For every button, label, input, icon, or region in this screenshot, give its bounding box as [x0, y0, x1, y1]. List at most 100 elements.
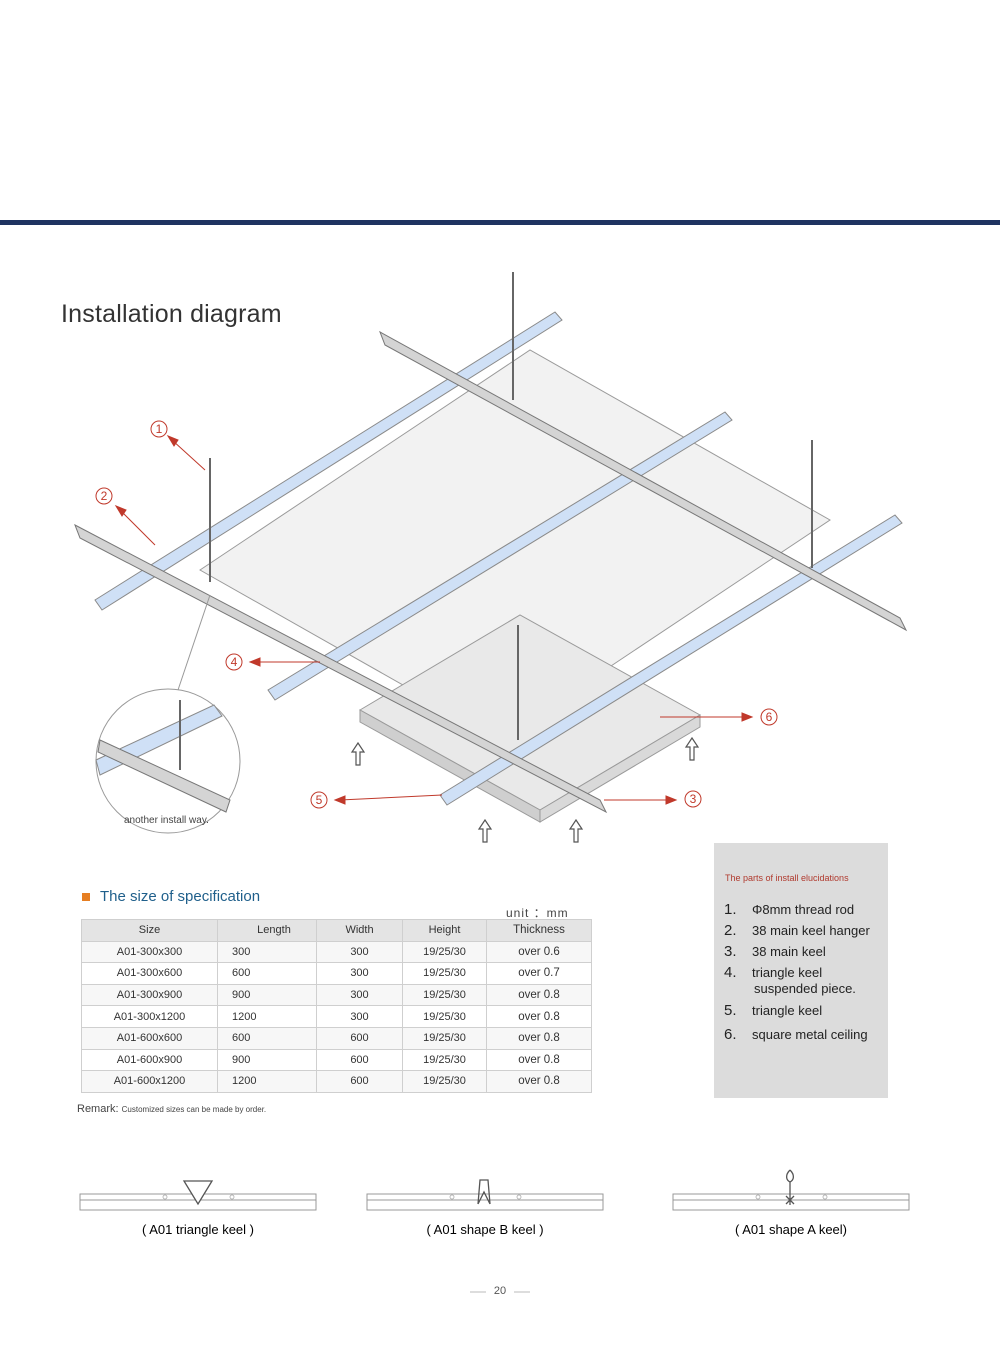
triangle-keel-icon: [182, 1180, 214, 1206]
parts-panel: [714, 843, 888, 1098]
cell-size: A01-600x600: [81, 1026, 218, 1050]
table-row: A01-600x900 900 600 19/25/30 over 0.8: [81, 1048, 592, 1072]
cell-size: A01-600x900: [81, 1048, 218, 1072]
part-number: 2.: [724, 922, 737, 939]
part-text: 38 main keel: [752, 944, 826, 959]
keel-profile-triangle: [79, 1193, 317, 1211]
keel-label-b: ( A01 shape B keel ): [426, 1222, 543, 1237]
cell-size: A01-300x600: [81, 962, 218, 985]
cell-length: 300: [217, 940, 317, 964]
cell-length: 600: [217, 1026, 317, 1050]
cell-width: 600: [316, 1026, 403, 1050]
part-number: 3.: [724, 943, 737, 960]
column-header: Length: [217, 919, 317, 942]
cell-thickness: over 0.8: [486, 1026, 592, 1050]
callout-3: 3: [690, 792, 697, 806]
part-text: triangle keel: [752, 1003, 823, 1018]
part-text: 38 main keel hanger: [752, 923, 870, 938]
cell-thickness: over 0.8: [486, 983, 592, 1007]
cell-thickness: over 0.8: [486, 1048, 592, 1072]
cell-height: 19/25/30: [402, 1048, 487, 1072]
table-header-row: Size Length Width Height Thickness: [81, 919, 592, 942]
cell-size: A01-300x1200: [81, 1005, 218, 1028]
spec-table: Size Length Width Height Thickness A01-3…: [81, 919, 592, 1093]
cell-width: 300: [316, 1005, 403, 1028]
callout-pointers: [114, 434, 754, 805]
column-header: Height: [402, 919, 487, 942]
table-row: A01-600x1200 1200 600 19/25/30 over 0.8: [81, 1070, 592, 1093]
shape-b-keel-icon: [477, 1179, 491, 1205]
page-title: Installation diagram: [61, 300, 282, 328]
cell-size: A01-300x300: [81, 940, 218, 964]
callout-4: 4: [231, 655, 238, 669]
cell-thickness: over 0.6: [486, 940, 592, 964]
installation-diagram: 1 2 4 5 3 6 another install way.: [74, 272, 908, 843]
cell-height: 19/25/30: [402, 1026, 487, 1050]
remark-text: Customized sizes can be made by order.: [121, 1105, 267, 1114]
main-keels: [74, 330, 908, 814]
part-text-continued: suspended piece.: [754, 981, 856, 996]
triangle-keels: [94, 311, 903, 806]
inset-caption: another install way.: [124, 815, 209, 826]
cell-width: 600: [316, 1070, 403, 1093]
part-text: square metal ceiling: [752, 1027, 868, 1042]
cell-length: 1200: [217, 1070, 317, 1093]
table-row: A01-300x900 900 300 19/25/30 over 0.8: [81, 983, 592, 1007]
keel-profile-a: [672, 1193, 910, 1211]
cell-thickness: over 0.8: [486, 1070, 592, 1093]
cell-height: 19/25/30: [402, 962, 487, 985]
callout-markers: [95, 420, 778, 809]
part-item: 3. 38 main keel: [724, 943, 826, 960]
cell-height: 19/25/30: [402, 940, 487, 964]
cell-width: 300: [316, 983, 403, 1007]
unit-label: unit ：mm: [506, 906, 569, 920]
remark-label: Remark:: [77, 1103, 119, 1115]
cell-height: 19/25/30: [402, 983, 487, 1007]
header-bar: [0, 220, 1000, 225]
cell-thickness: over 0.8: [486, 1005, 592, 1028]
parts-title: The parts of install elucidations: [725, 873, 849, 883]
cell-length: 900: [217, 983, 317, 1007]
inset-detail: [95, 594, 241, 834]
keel-label-triangle: ( A01 triangle keel ): [142, 1222, 254, 1237]
cell-width: 600: [316, 1048, 403, 1072]
cell-height: 19/25/30: [402, 1070, 487, 1093]
column-header: Thickness: [486, 919, 592, 942]
callout-6: 6: [766, 710, 773, 724]
column-header: Size: [81, 919, 218, 942]
part-item: 6. square metal ceiling: [724, 1026, 868, 1043]
cell-thickness: over 0.7: [486, 962, 592, 985]
callout-2: 2: [101, 489, 108, 503]
part-item: 5. triangle keel: [724, 1002, 822, 1019]
part-number: 1.: [724, 901, 737, 918]
table-row: A01-300x600 600 300 19/25/30 over 0.7: [81, 962, 592, 985]
keel-profile-b: [366, 1193, 604, 1211]
spec-heading: The size of specification: [82, 888, 260, 905]
shape-a-keel-icon: [785, 1169, 795, 1205]
cell-width: 300: [316, 962, 403, 985]
part-number: 5.: [724, 1002, 737, 1019]
part-number: 4.: [724, 964, 737, 981]
cell-length: 1200: [217, 1005, 317, 1028]
cell-size: A01-300x900: [81, 983, 218, 1007]
keel-label-a: ( A01 shape A keel): [735, 1222, 847, 1237]
thread-rods: [209, 272, 813, 740]
callout-1: 1: [156, 422, 163, 436]
lift-arrows: [350, 736, 700, 843]
cell-length: 900: [217, 1048, 317, 1072]
column-header: Width: [316, 919, 403, 942]
table-row: A01-300x300 300 300 19/25/30 over 0.6: [81, 940, 592, 964]
table-row: A01-600x600 600 600 19/25/30 over 0.8: [81, 1026, 592, 1050]
part-text: triangle keel: [752, 965, 823, 980]
part-item: 1. Φ8mm thread rod: [724, 901, 854, 918]
bullet-square-icon: [82, 893, 90, 902]
cell-height: 19/25/30: [402, 1005, 487, 1028]
part-number: 6.: [724, 1026, 737, 1043]
page-number: 20: [493, 1285, 507, 1297]
part-text: Φ8mm thread rod: [752, 902, 855, 917]
cell-length: 600: [217, 962, 317, 985]
table-row: A01-300x1200 1200 300 19/25/30 over 0.8: [81, 1005, 592, 1028]
part-item: 2. 38 main keel hanger: [724, 922, 870, 939]
cell-size: A01-600x1200: [81, 1070, 218, 1093]
